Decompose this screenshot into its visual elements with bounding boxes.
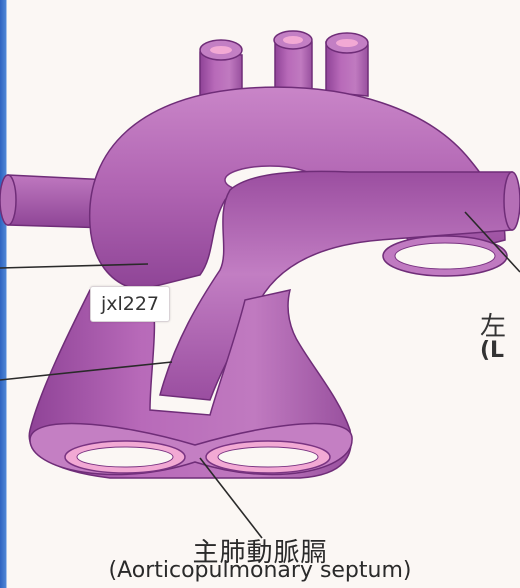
label-right-cn: 左 [480,312,507,342]
leader-line-left-lower [0,361,173,381]
leader-lines [0,211,520,539]
leader-line-right [464,211,520,273]
septum-label-cn: 主肺動脈膈 [192,538,328,568]
leader-line-septum [199,457,263,539]
pulmonary-artery [159,170,520,401]
label-right-en: (L [480,338,505,363]
left-branch-vessel [0,174,111,229]
leader-line-left-upper [0,263,149,269]
septum-label-en: (Aorticopulmonary septum) [108,558,412,583]
right-vessel-end [382,235,508,277]
watermark-label: jxl227 [90,286,170,322]
arch-branch-vessels [199,30,369,101]
truncus-arteriosus [28,289,353,479]
